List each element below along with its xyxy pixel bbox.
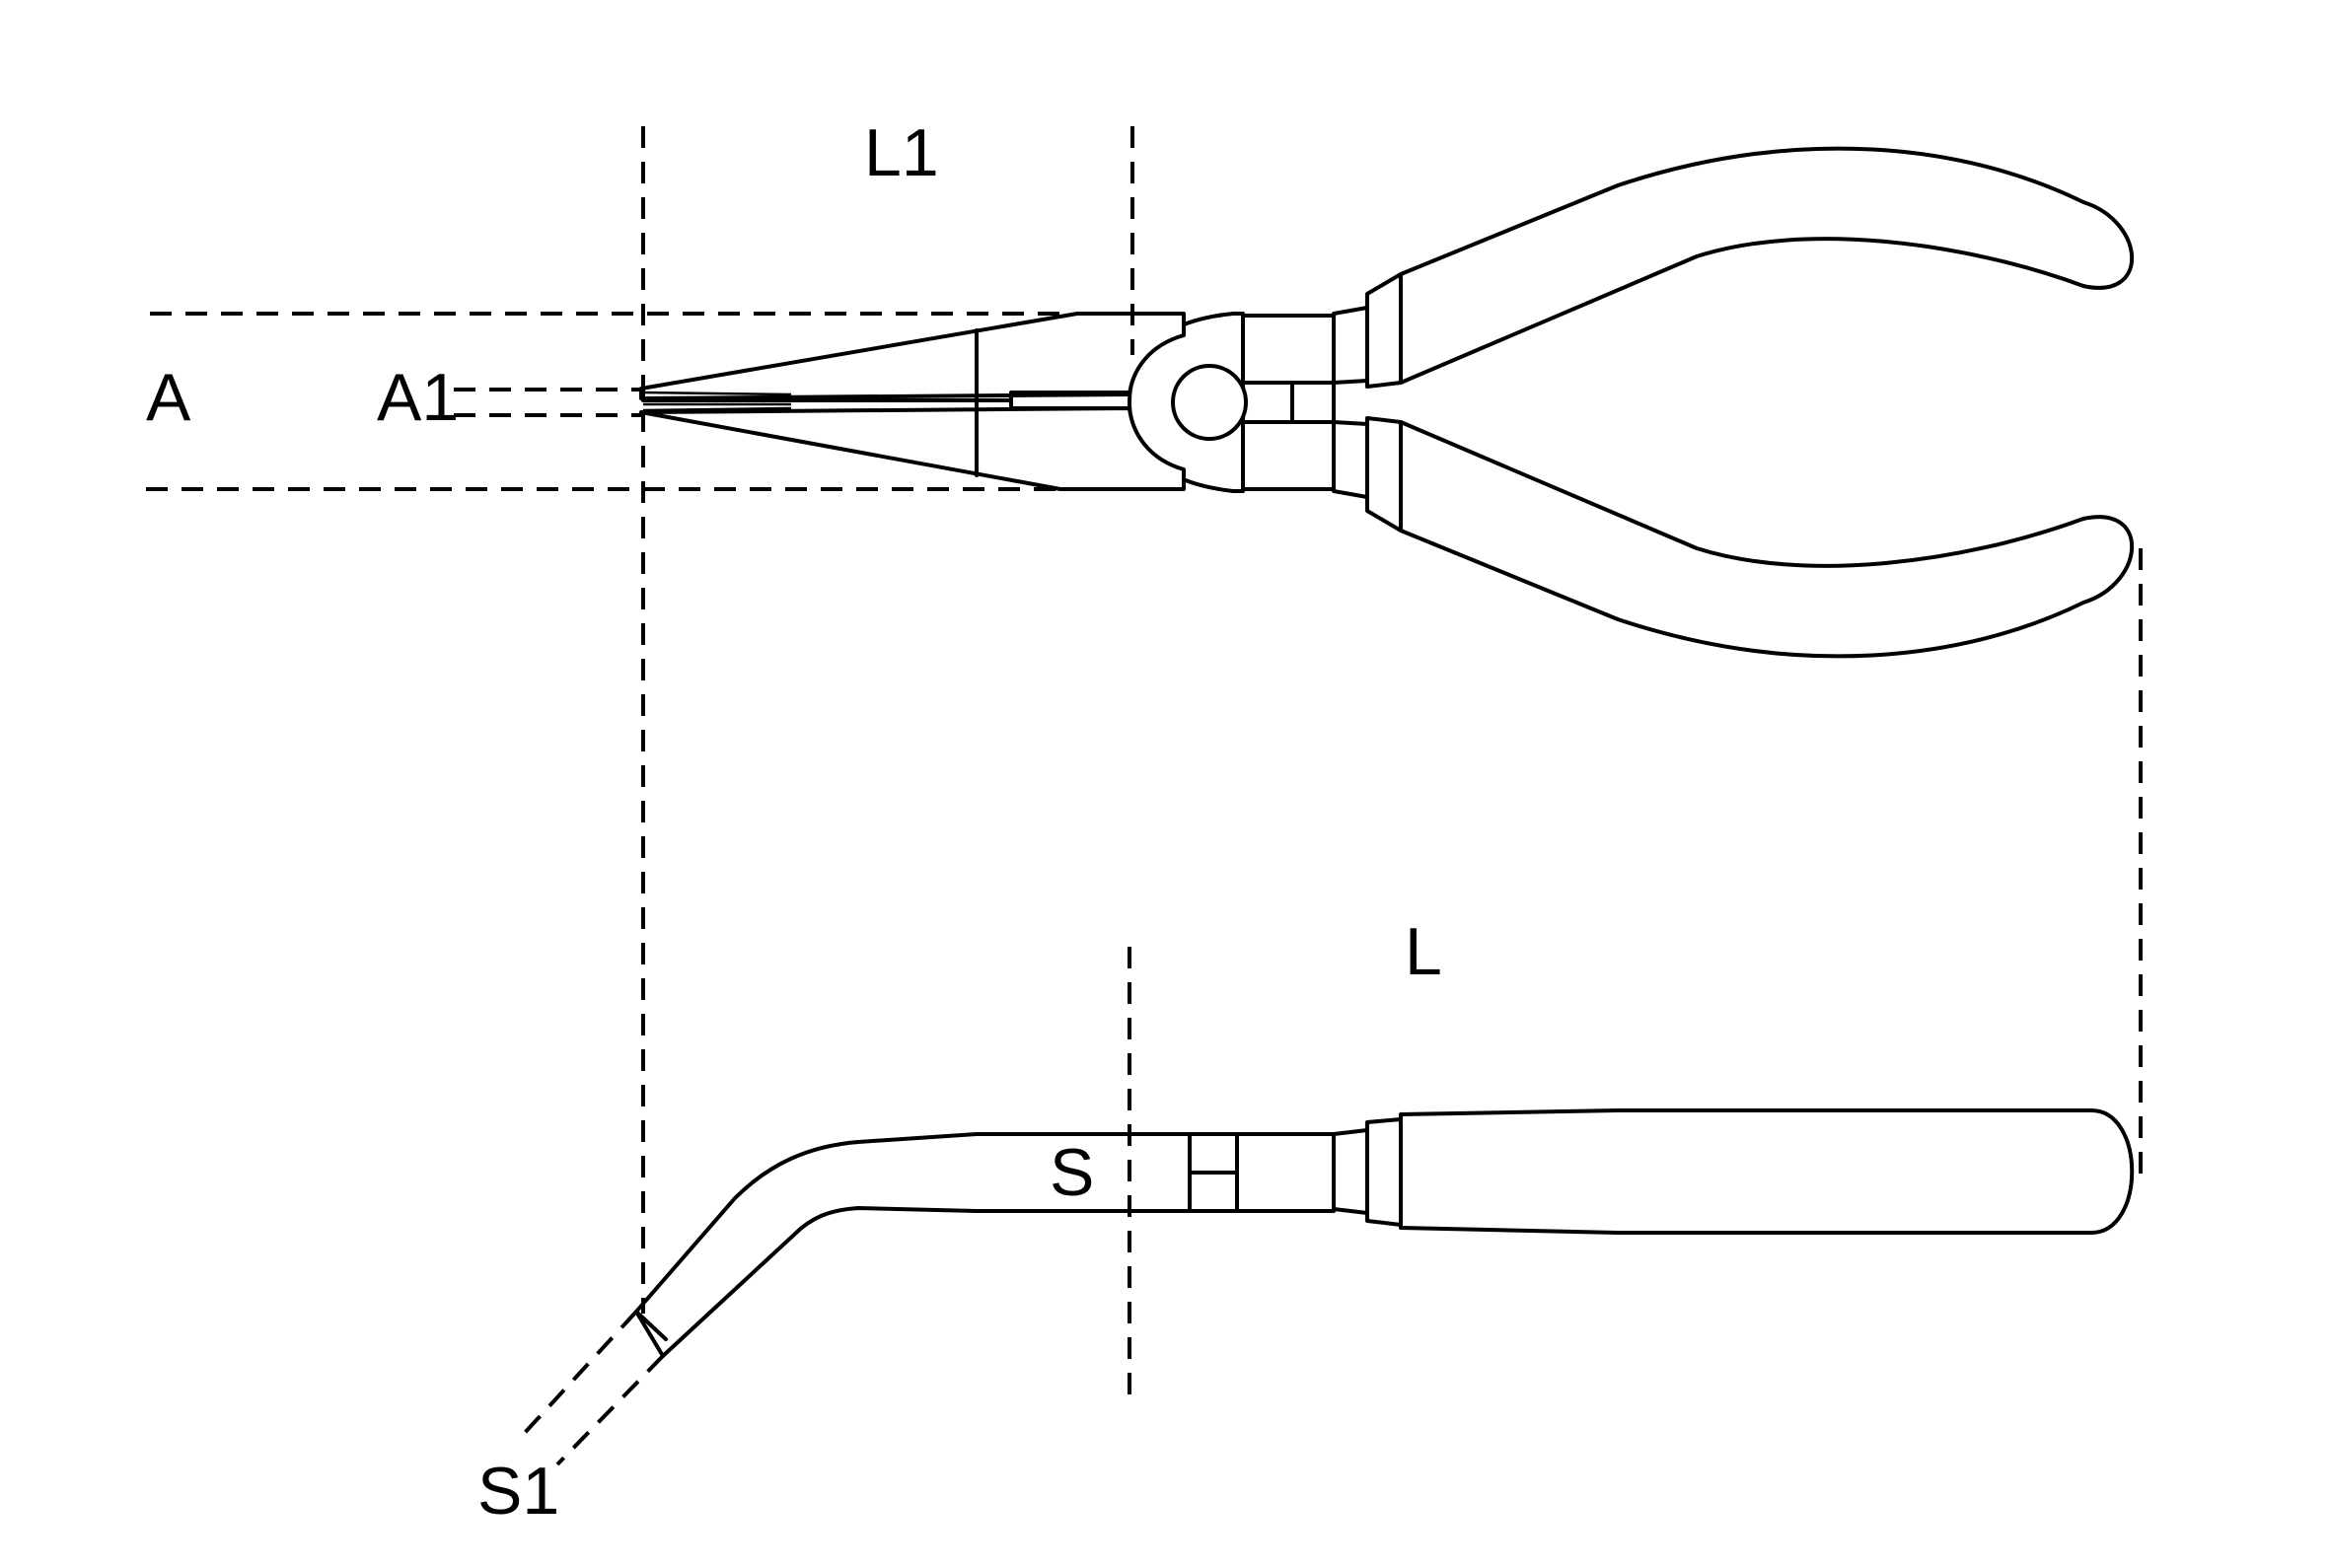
upper-ferrule bbox=[1332, 306, 1369, 385]
dim-S1-line-1 bbox=[521, 1310, 638, 1437]
label-L: L bbox=[1405, 914, 1442, 989]
jaw-inner-slot bbox=[1009, 391, 1131, 410]
lower-ferrule bbox=[1332, 420, 1369, 499]
pliers-top-view bbox=[146, 126, 2135, 659]
lower-shank bbox=[1231, 420, 1336, 491]
label-A1: A1 bbox=[377, 360, 459, 435]
upper-handle bbox=[1399, 146, 2135, 385]
side-body bbox=[634, 1132, 1336, 1358]
pivot-rivet bbox=[1171, 364, 1248, 441]
label-A: A bbox=[146, 360, 191, 435]
dim-S1-line-2 bbox=[555, 1354, 665, 1466]
upper-jaw bbox=[639, 312, 1186, 400]
lower-handle bbox=[1399, 420, 2135, 659]
pivot-slot bbox=[1290, 381, 1336, 424]
label-S1: S1 bbox=[477, 1454, 559, 1529]
label-S: S bbox=[1050, 1135, 1094, 1210]
lower-jaw bbox=[639, 406, 1186, 491]
upper-shank bbox=[1231, 314, 1336, 385]
lower-handle-collar bbox=[1365, 416, 1403, 533]
upper-handle-collar bbox=[1365, 272, 1403, 389]
side-handle bbox=[1399, 1108, 2135, 1235]
side-tip-mark bbox=[634, 1310, 668, 1341]
label-L1: L1 bbox=[864, 115, 939, 190]
side-ferrule bbox=[1365, 1117, 1403, 1227]
side-collar bbox=[1332, 1128, 1369, 1215]
pliers-side-view bbox=[521, 947, 2135, 1466]
